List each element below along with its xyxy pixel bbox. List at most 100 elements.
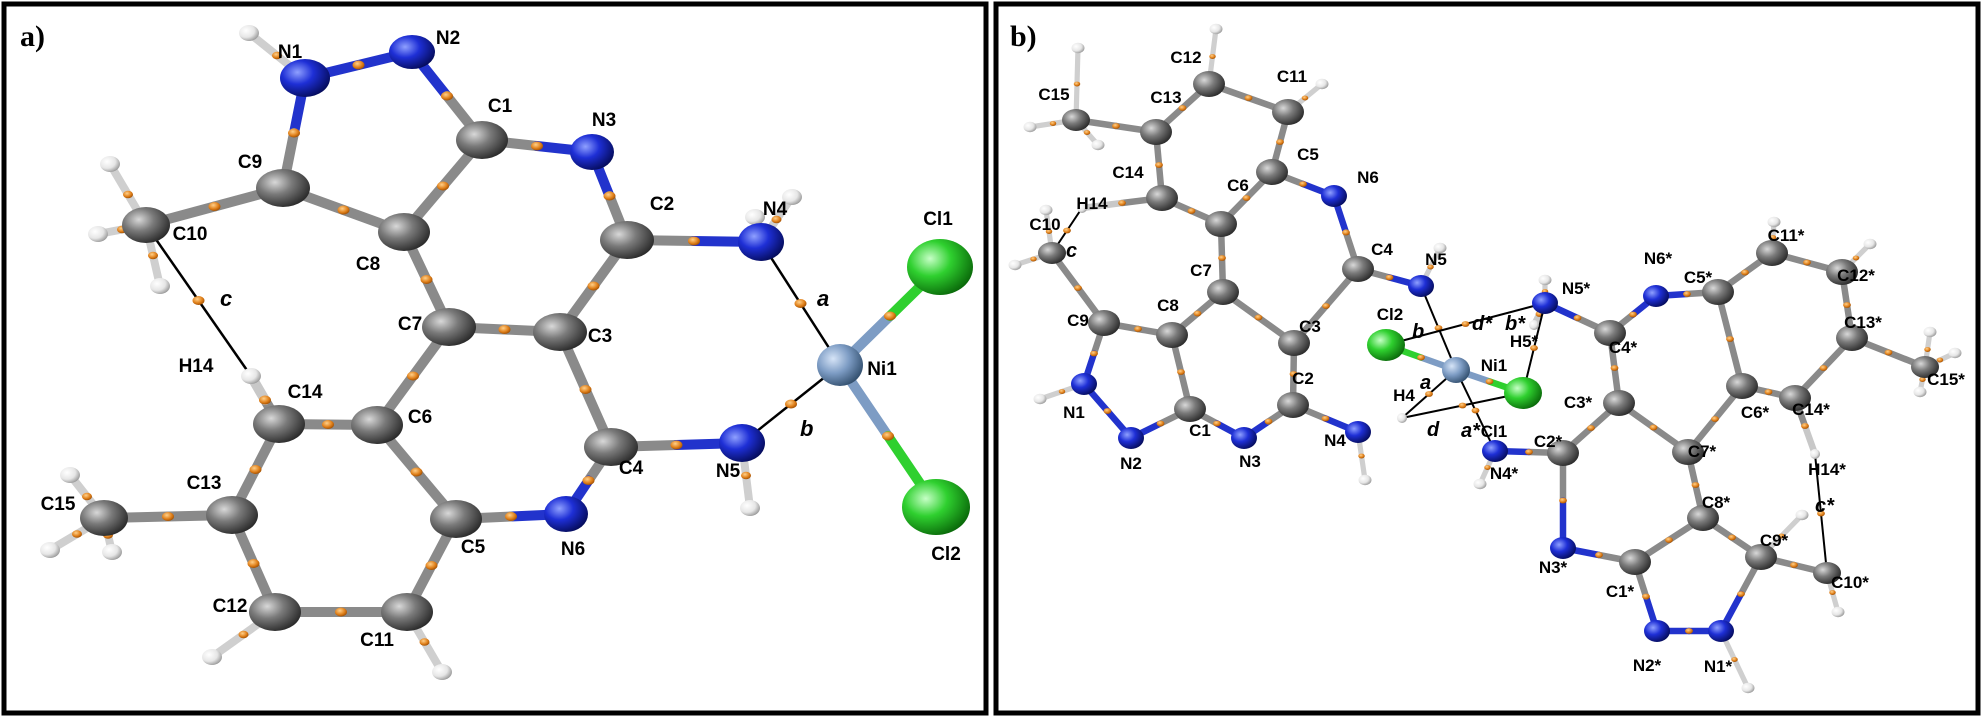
- atom-label-ni1: Ni1: [1481, 356, 1507, 375]
- bond-critical-point: [1924, 347, 1931, 352]
- bond-critical-point: [1264, 418, 1273, 425]
- carbon-atom: [1342, 256, 1374, 282]
- atom-label-c10s: C10*: [1831, 573, 1869, 592]
- atom-label-c8s: C8*: [1702, 493, 1731, 512]
- atom-label-h5s: H5*: [1510, 332, 1539, 351]
- contact-label: c*: [1815, 495, 1835, 517]
- atom-label-c9: C9: [238, 152, 262, 173]
- bond-critical-point: [1276, 139, 1284, 145]
- atom-label-n6: N6: [1357, 168, 1379, 187]
- carbon-atom: [1619, 549, 1651, 575]
- carbon-atom: [1672, 439, 1704, 465]
- atom-label-cl1: Cl1: [1481, 422, 1507, 441]
- carbon-atom: [1277, 392, 1309, 418]
- carbon-atom: [253, 405, 305, 443]
- bond-critical-point: [335, 607, 347, 617]
- hydrogen-atom: [1039, 204, 1053, 216]
- contact-label: b*: [1505, 313, 1526, 335]
- atom-label-c12: C12: [213, 596, 248, 617]
- atom-label-c1: C1: [488, 96, 513, 117]
- atom-label-c5: C5: [1297, 145, 1319, 164]
- bond-critical-point: [1193, 310, 1202, 317]
- nitrogen-atom: [280, 59, 330, 97]
- carbon-atom: [1726, 373, 1758, 399]
- carbon-atom: [1088, 310, 1120, 336]
- bond-critical-point: [1218, 255, 1226, 261]
- atom-label-c7s: C7*: [1688, 442, 1717, 461]
- bond-critical-point: [1156, 420, 1165, 427]
- bond-critical-point: [1819, 365, 1828, 371]
- hydrogen-atom: [1023, 121, 1037, 133]
- contact-critical-point: [1530, 345, 1538, 351]
- atom-label-c2s: C2*: [1534, 432, 1563, 451]
- carbon-atom: [533, 313, 587, 351]
- hydrogen-atom: [1008, 259, 1022, 271]
- bond-critical-point: [420, 275, 433, 284]
- carbon-atom: [1779, 385, 1811, 411]
- bond-critical-point: [1803, 259, 1811, 266]
- contact-label: b: [1412, 321, 1424, 343]
- atom-label-n3: N3: [592, 110, 616, 131]
- nickel-atom: [817, 344, 863, 386]
- atom-label-c8: C8: [356, 254, 380, 275]
- contact-label: a*: [1461, 420, 1481, 442]
- contact-critical-point: [1817, 510, 1825, 517]
- atom-label-c10: C10: [173, 224, 208, 245]
- bond-critical-point: [259, 395, 271, 405]
- bond-critical-point: [437, 181, 449, 191]
- bond-critical-point: [1573, 315, 1582, 321]
- hydrogen-atom: [1033, 393, 1047, 405]
- bond-critical-point: [1112, 123, 1120, 129]
- bond-critical-point: [1829, 590, 1836, 595]
- bond-critical-point: [337, 205, 350, 215]
- contact-critical-point: [794, 299, 807, 308]
- bond-critical-point: [1342, 229, 1350, 236]
- bond-critical-point: [1790, 562, 1798, 568]
- atom-label-c11s: C11*: [1768, 226, 1805, 245]
- atom-label-n6: N6: [561, 539, 585, 560]
- bond-critical-point: [1178, 105, 1187, 111]
- bond-critical-point: [1358, 453, 1365, 459]
- contact-critical-point: [1461, 321, 1470, 327]
- hydrogen-atom: [239, 25, 259, 41]
- atom-label-c12: C12: [1170, 48, 1201, 67]
- atom-label-n2s: N2*: [1633, 656, 1662, 675]
- nitrogen-atom: [1071, 373, 1097, 395]
- nitrogen-atom: [1321, 185, 1347, 207]
- bond-critical-point: [1301, 95, 1309, 101]
- atom-label-c9: C9: [1067, 311, 1089, 330]
- bond-critical-point: [1642, 593, 1650, 600]
- bond-critical-point: [1843, 302, 1851, 308]
- bond-critical-point: [1726, 336, 1734, 342]
- carbon-atom: [430, 500, 482, 538]
- atom-label-h14: H14: [179, 356, 214, 377]
- hydrogen-atom: [1529, 320, 1539, 330]
- bond-critical-point: [1559, 497, 1567, 504]
- hydrogen-atom: [100, 156, 120, 172]
- bond-critical-point: [238, 630, 249, 639]
- nitrogen-atom: [719, 424, 765, 462]
- carbon-atom: [1156, 322, 1188, 348]
- bond-critical-point: [1045, 229, 1053, 234]
- carbon-atom: [1256, 159, 1288, 185]
- nitrogen-atom: [1708, 620, 1734, 642]
- bond-critical-point: [1073, 81, 1081, 87]
- atom-label-c13s: C13*: [1844, 313, 1882, 332]
- bond-critical-point: [1649, 424, 1658, 431]
- atom-label-c3: C3: [588, 326, 612, 347]
- hydrogen-atom: [1831, 606, 1845, 618]
- bond-critical-point: [882, 431, 894, 441]
- carbon-atom: [1193, 71, 1225, 97]
- bond-critical-point: [1764, 389, 1773, 395]
- nickel-atom: [1442, 357, 1470, 383]
- bond-critical-point: [123, 190, 133, 199]
- bond-critical-point: [1728, 534, 1736, 541]
- bond-critical-point: [1090, 350, 1098, 357]
- atom-label-c13: C13: [187, 473, 222, 494]
- carbon-atom: [1140, 119, 1172, 145]
- atom-label-c5s: C5*: [1684, 268, 1713, 287]
